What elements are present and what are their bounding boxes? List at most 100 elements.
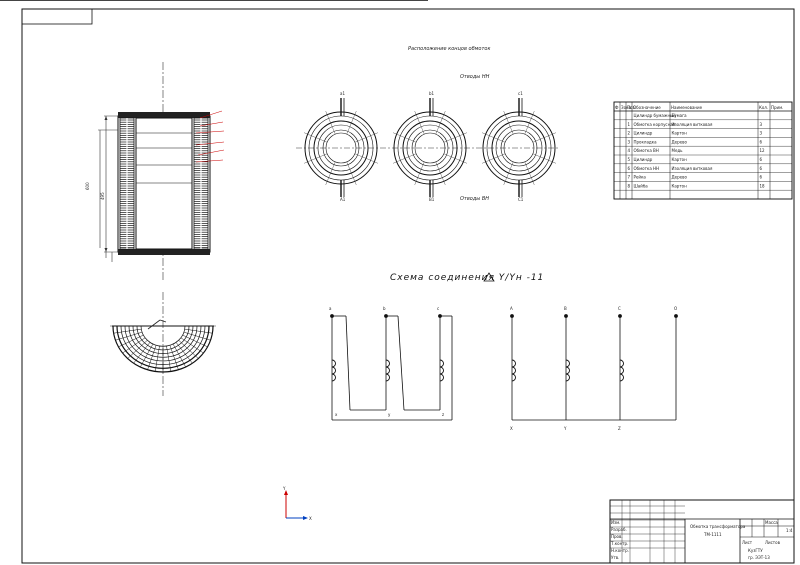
spacer-line: [172, 343, 186, 368]
delta-label-a: a: [329, 306, 332, 311]
table-cell: Цилиндр: [634, 131, 653, 136]
table-header-cell: Ф: [615, 105, 619, 110]
star-label-X: X: [510, 426, 513, 431]
spacer-line: [169, 344, 179, 370]
org-name: КузГТУ: [748, 548, 763, 553]
star-label-B: B: [564, 306, 567, 311]
star-connection-diagram: [510, 314, 678, 421]
table-cell: Дерево: [672, 175, 688, 180]
spacer-line: [180, 337, 204, 354]
radial-spacer: [532, 153, 557, 164]
spacer-line: [182, 334, 208, 348]
terminal-A1: A1: [340, 197, 346, 202]
winding-circle: [414, 132, 446, 164]
delta-label-x: x: [335, 412, 338, 417]
table-cell: 4: [628, 148, 631, 153]
view-top-label: Отводы НН: [460, 74, 490, 80]
table-header-cell: Прим.: [771, 105, 783, 110]
radial-spacer: [414, 161, 425, 186]
outer-frame: [21, 8, 795, 564]
table-cell: 12: [760, 148, 766, 153]
table-cell: Обмотка НН: [634, 166, 660, 171]
spacer-line: [118, 334, 144, 348]
coil-loop: [565, 373, 570, 382]
table-cell: Цилиндр бумажный: [634, 113, 677, 118]
drawing-name: Обмотка трансформатора: [690, 524, 746, 529]
delta-label-y: y: [388, 412, 391, 417]
star-label-C: C: [618, 306, 621, 311]
spacer-line: [113, 328, 142, 334]
radial-spacer: [524, 161, 535, 186]
table-cell: Дерево: [672, 139, 688, 144]
winding-circle: [503, 132, 535, 164]
dimension-total: 600: [85, 182, 90, 190]
table-cell: Прокладка: [634, 139, 658, 144]
table-cell: Картон: [672, 157, 688, 162]
coil-loop: [331, 373, 336, 382]
table-header-cell: Кол.: [759, 105, 768, 110]
radial-spacer: [414, 110, 425, 135]
table-cell: Обмотка корпусная: [634, 122, 676, 127]
table-cell: 6: [760, 139, 763, 144]
winding-plan-view: [110, 292, 218, 396]
spacer-line: [147, 344, 157, 370]
winding-circle: [495, 124, 543, 172]
radial-spacer: [524, 110, 535, 135]
star-label-O: O: [674, 306, 677, 311]
title-role-label: Изм.: [611, 520, 620, 525]
title-block: [609, 499, 795, 564]
table-cell: Рейка: [634, 175, 647, 180]
coil-loop: [511, 373, 516, 382]
table-cell: 1: [628, 122, 631, 127]
delta-symbol: [483, 272, 495, 282]
table-header-cell: Наименование: [671, 105, 703, 110]
drawing-code: ТМ-1111: [703, 532, 722, 537]
winding-circle: [406, 124, 454, 172]
plan-title: Расположение концов обмоток: [408, 46, 491, 52]
radial-spacer: [303, 132, 328, 143]
coordinate-axes-icon: Y X: [282, 486, 312, 521]
radial-spacer: [503, 161, 514, 186]
terminal-a1: a1: [340, 91, 345, 96]
table-cell: 8: [628, 183, 631, 188]
radial-spacer: [392, 153, 417, 164]
winding-circle: [491, 120, 547, 176]
spacer-line: [166, 345, 172, 372]
table-cell: 7: [628, 175, 631, 180]
table-cell: 3: [628, 139, 631, 144]
table-cell: 6: [628, 166, 631, 171]
delta-label-b: b: [383, 306, 386, 311]
table-cell: Картон: [672, 131, 688, 136]
spacer-line: [175, 342, 193, 364]
radial-spacer: [532, 132, 557, 143]
radial-spacer: [435, 110, 446, 135]
winding-circle: [402, 120, 458, 176]
radial-spacer: [481, 153, 506, 164]
table-cell: Обмотка ВН: [634, 148, 659, 153]
mass-label: Масса: [765, 520, 778, 525]
table-cell: Цилиндр: [634, 157, 653, 162]
table-cell: 6: [760, 175, 763, 180]
table-cell: Изоляция витковая: [672, 166, 713, 171]
winding-circle: [411, 129, 449, 167]
spacer-line: [184, 328, 213, 334]
radial-spacer: [346, 110, 357, 135]
sheet-label: Лист: [742, 540, 753, 545]
star-label-A: A: [510, 306, 513, 311]
terminal-B1: B1: [429, 197, 435, 202]
terminal-c1: c1: [518, 91, 523, 96]
delta-label-c: c: [437, 306, 439, 311]
spacer-line: [115, 331, 143, 341]
title-role-label: Утв.: [611, 555, 619, 560]
title-role-label: Пров.: [611, 534, 623, 539]
table-cell: 6: [760, 166, 763, 171]
title-role-label: Т.контр.: [610, 541, 628, 546]
table-cell: Картон: [672, 183, 688, 188]
axis-y-label: Y: [282, 486, 286, 491]
title-role-label: Разраб.: [611, 527, 627, 532]
spacer-line: [133, 342, 151, 364]
table-cell: Бумага: [672, 113, 688, 118]
doc-number-box: [21, 8, 93, 25]
radial-spacer: [325, 110, 336, 135]
